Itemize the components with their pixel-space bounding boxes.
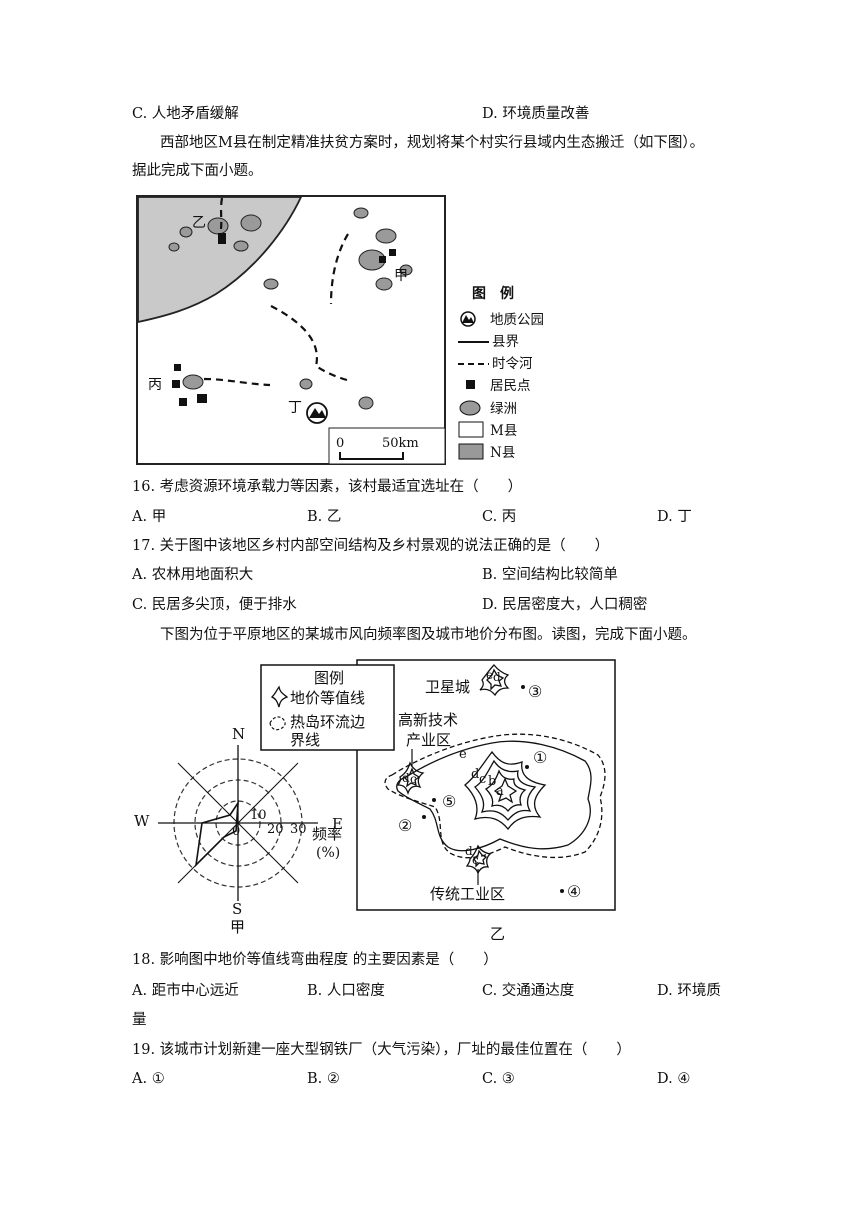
rose-dir-w: W xyxy=(134,812,150,830)
question-18-stem: 18. 影响图中地价等值线弯曲程度 的主要因素是（ ） xyxy=(132,952,498,968)
q18-option-c[interactable]: C. 交通通达度 xyxy=(482,983,575,999)
isoline-letter-c-industrial: c xyxy=(472,853,479,867)
q18-option-b[interactable]: B. 人口密度 xyxy=(307,983,385,999)
q17-option-d[interactable]: D. 民居密度大，人口稠密 xyxy=(482,597,648,613)
point-2: ② xyxy=(398,816,412,835)
rose-dir-n: N xyxy=(232,725,245,743)
legend-item-county-border: 县界 xyxy=(492,334,519,350)
option-d-prev: D. 环境质量改善 xyxy=(482,106,590,122)
land-price-map: 图例 地价等值线 热岛环流边 界线 卫星城 高新技术 产业区 传统工业区 乙 a xyxy=(260,659,616,943)
q16-option-c[interactable]: C. 丙 xyxy=(482,509,517,525)
label-satellite-town: 卫星城 xyxy=(425,678,470,696)
wind-rose: N W E S 0 10 20 30 频率 (%) 甲 xyxy=(134,725,343,936)
place-label-ding: 丁 xyxy=(288,400,302,416)
intro-paragraph-2: 下图为位于平原地区的某城市风向频率图及城市地价分布图。读图，完成下面小题。 xyxy=(160,627,697,643)
isoline-letter-b: b xyxy=(488,774,496,789)
label-hightech-line1: 高新技术 xyxy=(398,711,458,729)
point-3: ③ xyxy=(528,682,542,701)
rose-freq-unit: (%) xyxy=(316,845,340,861)
isoline-letter-e: e xyxy=(459,747,467,762)
q18-option-d-wrap: 量 xyxy=(132,1012,147,1028)
scale-label: 50km xyxy=(382,436,419,451)
point-1: ① xyxy=(533,748,547,767)
rose-zero: 0 xyxy=(232,824,240,839)
rose-caption: 甲 xyxy=(230,918,245,936)
isoline-letter-d-hightech: d xyxy=(402,771,410,785)
isoline-icon xyxy=(270,685,289,708)
rose-ring-10: 10 xyxy=(250,808,267,823)
city-legend-title: 图例 xyxy=(314,669,344,687)
q19-option-d[interactable]: D. ④ xyxy=(657,1071,691,1087)
isoline-letter-c: c xyxy=(479,772,486,787)
q17-option-a[interactable]: A. 农林用地面积大 xyxy=(132,567,254,583)
relocation-map: 0 50km 乙 甲 丙 丁 图 例 地质公园 县界 时令河 居民点 绿洲 M县… xyxy=(136,195,544,465)
isoline-letter-e-satellite: e xyxy=(486,668,493,682)
heat-island-icon xyxy=(269,716,286,731)
intro-paragraph-1: 西部地区M县在制定精准扶贫方案时，规划将某个村实行县域内生态搬迁（如下图）。 xyxy=(160,135,705,151)
city-legend-isoline: 地价等值线 xyxy=(290,689,365,707)
place-label-jia: 甲 xyxy=(394,268,408,284)
rose-dir-s: S xyxy=(232,900,242,918)
q17-option-b[interactable]: B. 空间结构比较简单 xyxy=(482,567,618,583)
isoline-letter-a: a xyxy=(496,784,504,799)
legend-item-settlement: 居民点 xyxy=(490,378,531,394)
intro-paragraph-1-cont: 据此完成下面小题。 xyxy=(132,163,263,179)
question-19-stem: 19. 该城市计划新建一座大型钢铁厂（大气污染），厂址的最佳位置在（ ） xyxy=(132,1042,631,1058)
label-hightech-line2: 产业区 xyxy=(406,731,451,749)
q19-option-b[interactable]: B. ② xyxy=(307,1071,340,1087)
q17-option-c[interactable]: C. 民居多尖顶，便于排水 xyxy=(132,597,297,613)
q18-option-a[interactable]: A. 距市中心远近 xyxy=(132,983,239,999)
q16-option-b[interactable]: B. 乙 xyxy=(307,509,342,525)
legend-title: 图 例 xyxy=(472,285,514,302)
isoline-letter-d: d xyxy=(471,767,479,782)
place-label-bing: 丙 xyxy=(148,377,162,393)
settlement-icon xyxy=(466,380,475,389)
isoline-letter-d-satellite: d xyxy=(493,670,501,684)
city-caption: 乙 xyxy=(490,925,505,943)
q18-option-d[interactable]: D. 环境质 xyxy=(657,983,721,999)
q19-option-c[interactable]: C. ③ xyxy=(482,1071,515,1087)
legend-item-seasonal-river: 时令河 xyxy=(492,356,533,372)
legend-item-n-county: N县 xyxy=(490,445,515,461)
point-4: ④ xyxy=(567,882,581,901)
q16-option-d[interactable]: D. 丁 xyxy=(657,509,692,525)
rose-ring-20: 20 xyxy=(267,822,284,837)
scale-zero: 0 xyxy=(336,436,344,451)
wind-rose-and-land-price-map: N W E S 0 10 20 30 频率 (%) 甲 图例 地价等值线 热岛环… xyxy=(134,659,616,943)
rose-freq-label: 频率 xyxy=(312,825,342,843)
label-traditional-industrial: 传统工业区 xyxy=(430,885,505,903)
place-label-yi: 乙 xyxy=(192,215,206,231)
legend-item-geopark: 地质公园 xyxy=(490,312,544,328)
oasis-icon xyxy=(459,400,481,416)
rose-ring-30: 30 xyxy=(290,822,307,837)
q16-option-a[interactable]: A. 甲 xyxy=(132,509,167,525)
city-legend-heat-island-cont: 界线 xyxy=(290,731,320,749)
rose-dir-e: E xyxy=(332,815,343,833)
option-c-prev: C. 人地矛盾缓解 xyxy=(132,106,239,122)
question-16-stem: 16. 考虑资源环境承载力等因素，该村最适宜选址在（ ） xyxy=(132,479,523,495)
point-5: ⑤ xyxy=(442,792,456,811)
legend-item-m-county: M县 xyxy=(490,423,517,439)
city-legend-heat-island: 热岛环流边 xyxy=(290,713,365,731)
question-17-stem: 17. 关于图中该地区乡村内部空间结构及乡村景观的说法正确的是（ ） xyxy=(132,538,610,554)
isoline-letter-d-industrial: d xyxy=(465,844,473,858)
isoline-letter-c-hightech: c xyxy=(410,772,417,786)
legend-item-oasis: 绿洲 xyxy=(490,401,517,417)
q19-option-a[interactable]: A. ① xyxy=(132,1071,165,1087)
